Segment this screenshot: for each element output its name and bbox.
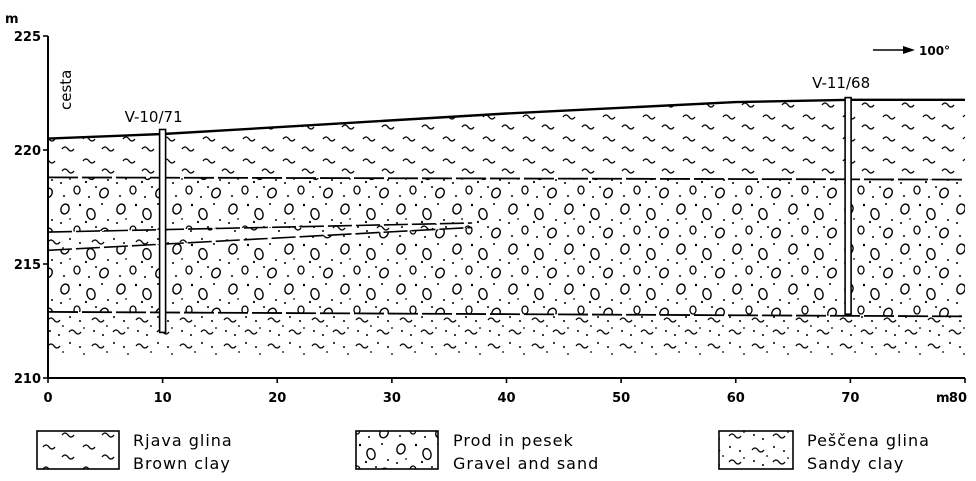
x-tick-label: 70 [841, 391, 859, 406]
x-tick-label: 30 [383, 391, 401, 406]
clay-gravel-boundary [47, 176, 966, 181]
legend-label-brown-clay-en: Brown clay [133, 454, 231, 473]
x-tick-label: 40 [497, 391, 515, 406]
x-tick-label: 20 [268, 391, 286, 406]
borehole-label: V-11/68 [812, 74, 870, 92]
gravel-sandy-boundary [47, 311, 966, 318]
y-tick-label: 225 [14, 30, 41, 45]
y-axis-ticks: 225 220 215 210 [14, 30, 48, 387]
x-axis-unit: m [936, 391, 950, 406]
layer-gravel-sand [48, 177, 965, 317]
borehole-V-10/71 [158, 128, 167, 334]
layer-sandy-clay-lens-pattern [48, 223, 473, 251]
lens-bottom-boundary [47, 226, 473, 252]
x-tick-label: 10 [154, 391, 172, 406]
x-tick-label: 50 [612, 391, 630, 406]
y-tick-label: 210 [14, 372, 41, 387]
layer-sandy-clay [48, 311, 965, 356]
layer-brown-clay [48, 99, 965, 180]
legend-label-gravel-sand-sl: Prod in pesek [453, 431, 574, 450]
borehole-label: V-10/71 [125, 108, 183, 126]
legend-label-gravel-sand-en: Gravel and sand [453, 454, 599, 473]
x-tick-label: 60 [727, 391, 745, 406]
legend-label-brown-clay-sl: Rjava glina [133, 431, 233, 450]
strata [48, 99, 965, 356]
legend-label-sandy-clay-en: Sandy clay [807, 454, 904, 473]
legend: Rjava glina Brown clay Prod in pesek Gra… [36, 430, 930, 473]
lens-top-boundary [47, 222, 473, 233]
y-tick-label: 215 [14, 258, 41, 273]
x-tick-label: 0 [43, 391, 52, 406]
legend-swatch-gravel-sand [355, 430, 439, 470]
road-label: cesta [57, 70, 75, 110]
x-axis-ticks: 0 10 20 30 40 50 60 70 80 [43, 378, 967, 406]
legend-swatch-sandy-clay [718, 430, 794, 470]
direction-label: 100° [919, 44, 950, 58]
x-tick-label: 80 [949, 391, 967, 406]
y-tick-label: 220 [14, 144, 41, 159]
direction-arrow-icon [903, 46, 915, 54]
borehole-V-11/68 [844, 96, 852, 316]
legend-label-sandy-clay-sl: Peščena glina [807, 431, 930, 450]
legend-swatch-brown-clay [36, 430, 120, 470]
y-axis-unit: m [5, 12, 19, 27]
boreholes: V-10/71 V-11/68 [125, 74, 870, 334]
